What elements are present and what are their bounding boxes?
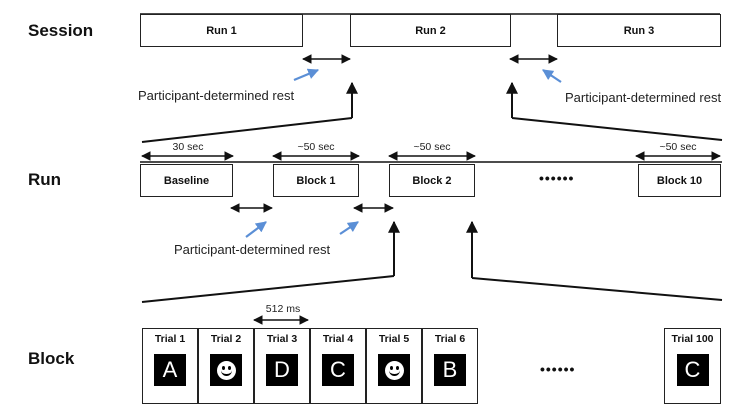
trial-label: Trial 6 [434, 333, 466, 345]
smiley-face-shape [216, 360, 236, 380]
session-run-2: Run 2 [350, 14, 511, 47]
session-rest-label-1: Participant-determined rest [138, 88, 295, 103]
block2-duration-label: ~50 sec [413, 141, 451, 153]
run-block-1: Block 1 [273, 164, 359, 197]
zoom-line-right-2 [471, 277, 723, 301]
trial-label: Trial 5 [378, 333, 410, 345]
run-block-baseline: Baseline [140, 164, 233, 197]
run-rest-label: Participant-determined rest [174, 242, 331, 257]
run-ellipsis: •••••• [539, 170, 575, 186]
trial-cell: Trial 6 B [422, 328, 478, 404]
trial-label: Trial 100 [671, 333, 714, 345]
smiley-face-shape [384, 360, 404, 380]
level-label-run: Run [28, 170, 62, 189]
zoom-line-left [141, 117, 353, 143]
smiley-face-icon [210, 354, 242, 386]
run-block-10: Block 10 [638, 164, 721, 197]
level-label-block: Block [28, 349, 75, 368]
trial-cell: Trial 1 A [142, 328, 198, 404]
trial-stimulus: B [434, 354, 466, 386]
trial-stimulus: C [322, 354, 354, 386]
block10-duration-label: ~50 sec [659, 141, 697, 153]
trial-duration-label: 512 ms [265, 303, 301, 315]
level-label-session: Session [28, 21, 94, 40]
trial-label: Trial 4 [322, 333, 354, 345]
run-rest-pointer-2 [339, 221, 359, 235]
session-rest-pointer-2 [542, 69, 562, 83]
trial-stimulus: A [154, 354, 186, 386]
smiley-face-icon [378, 354, 410, 386]
session-rest-pointer-1 [293, 68, 320, 82]
trial-cell: Trial 5 [366, 328, 422, 404]
zoom-line-left-2 [141, 275, 395, 303]
trial-cell-last: Trial 100 C [664, 328, 721, 404]
trial-cell: Trial 3 D [254, 328, 310, 404]
trial-stimulus: C [676, 354, 709, 386]
trial-label: Trial 3 [266, 333, 298, 345]
trial-stimulus: D [266, 354, 298, 386]
baseline-duration-label: 30 sec [172, 141, 204, 153]
session-run-3: Run 3 [557, 14, 721, 47]
trial-label: Trial 1 [154, 333, 186, 345]
session-run-1: Run 1 [140, 14, 303, 47]
run-block-2: Block 2 [389, 164, 475, 197]
zoom-line-right [511, 117, 723, 141]
trial-cell: Trial 2 [198, 328, 254, 404]
block-ellipsis: •••••• [540, 361, 576, 377]
trial-cell: Trial 4 C [310, 328, 366, 404]
block1-duration-label: ~50 sec [297, 141, 335, 153]
run-rest-pointer-1 [245, 221, 267, 238]
session-rest-label-2: Participant-determined rest [565, 90, 722, 105]
trial-label: Trial 2 [210, 333, 242, 345]
